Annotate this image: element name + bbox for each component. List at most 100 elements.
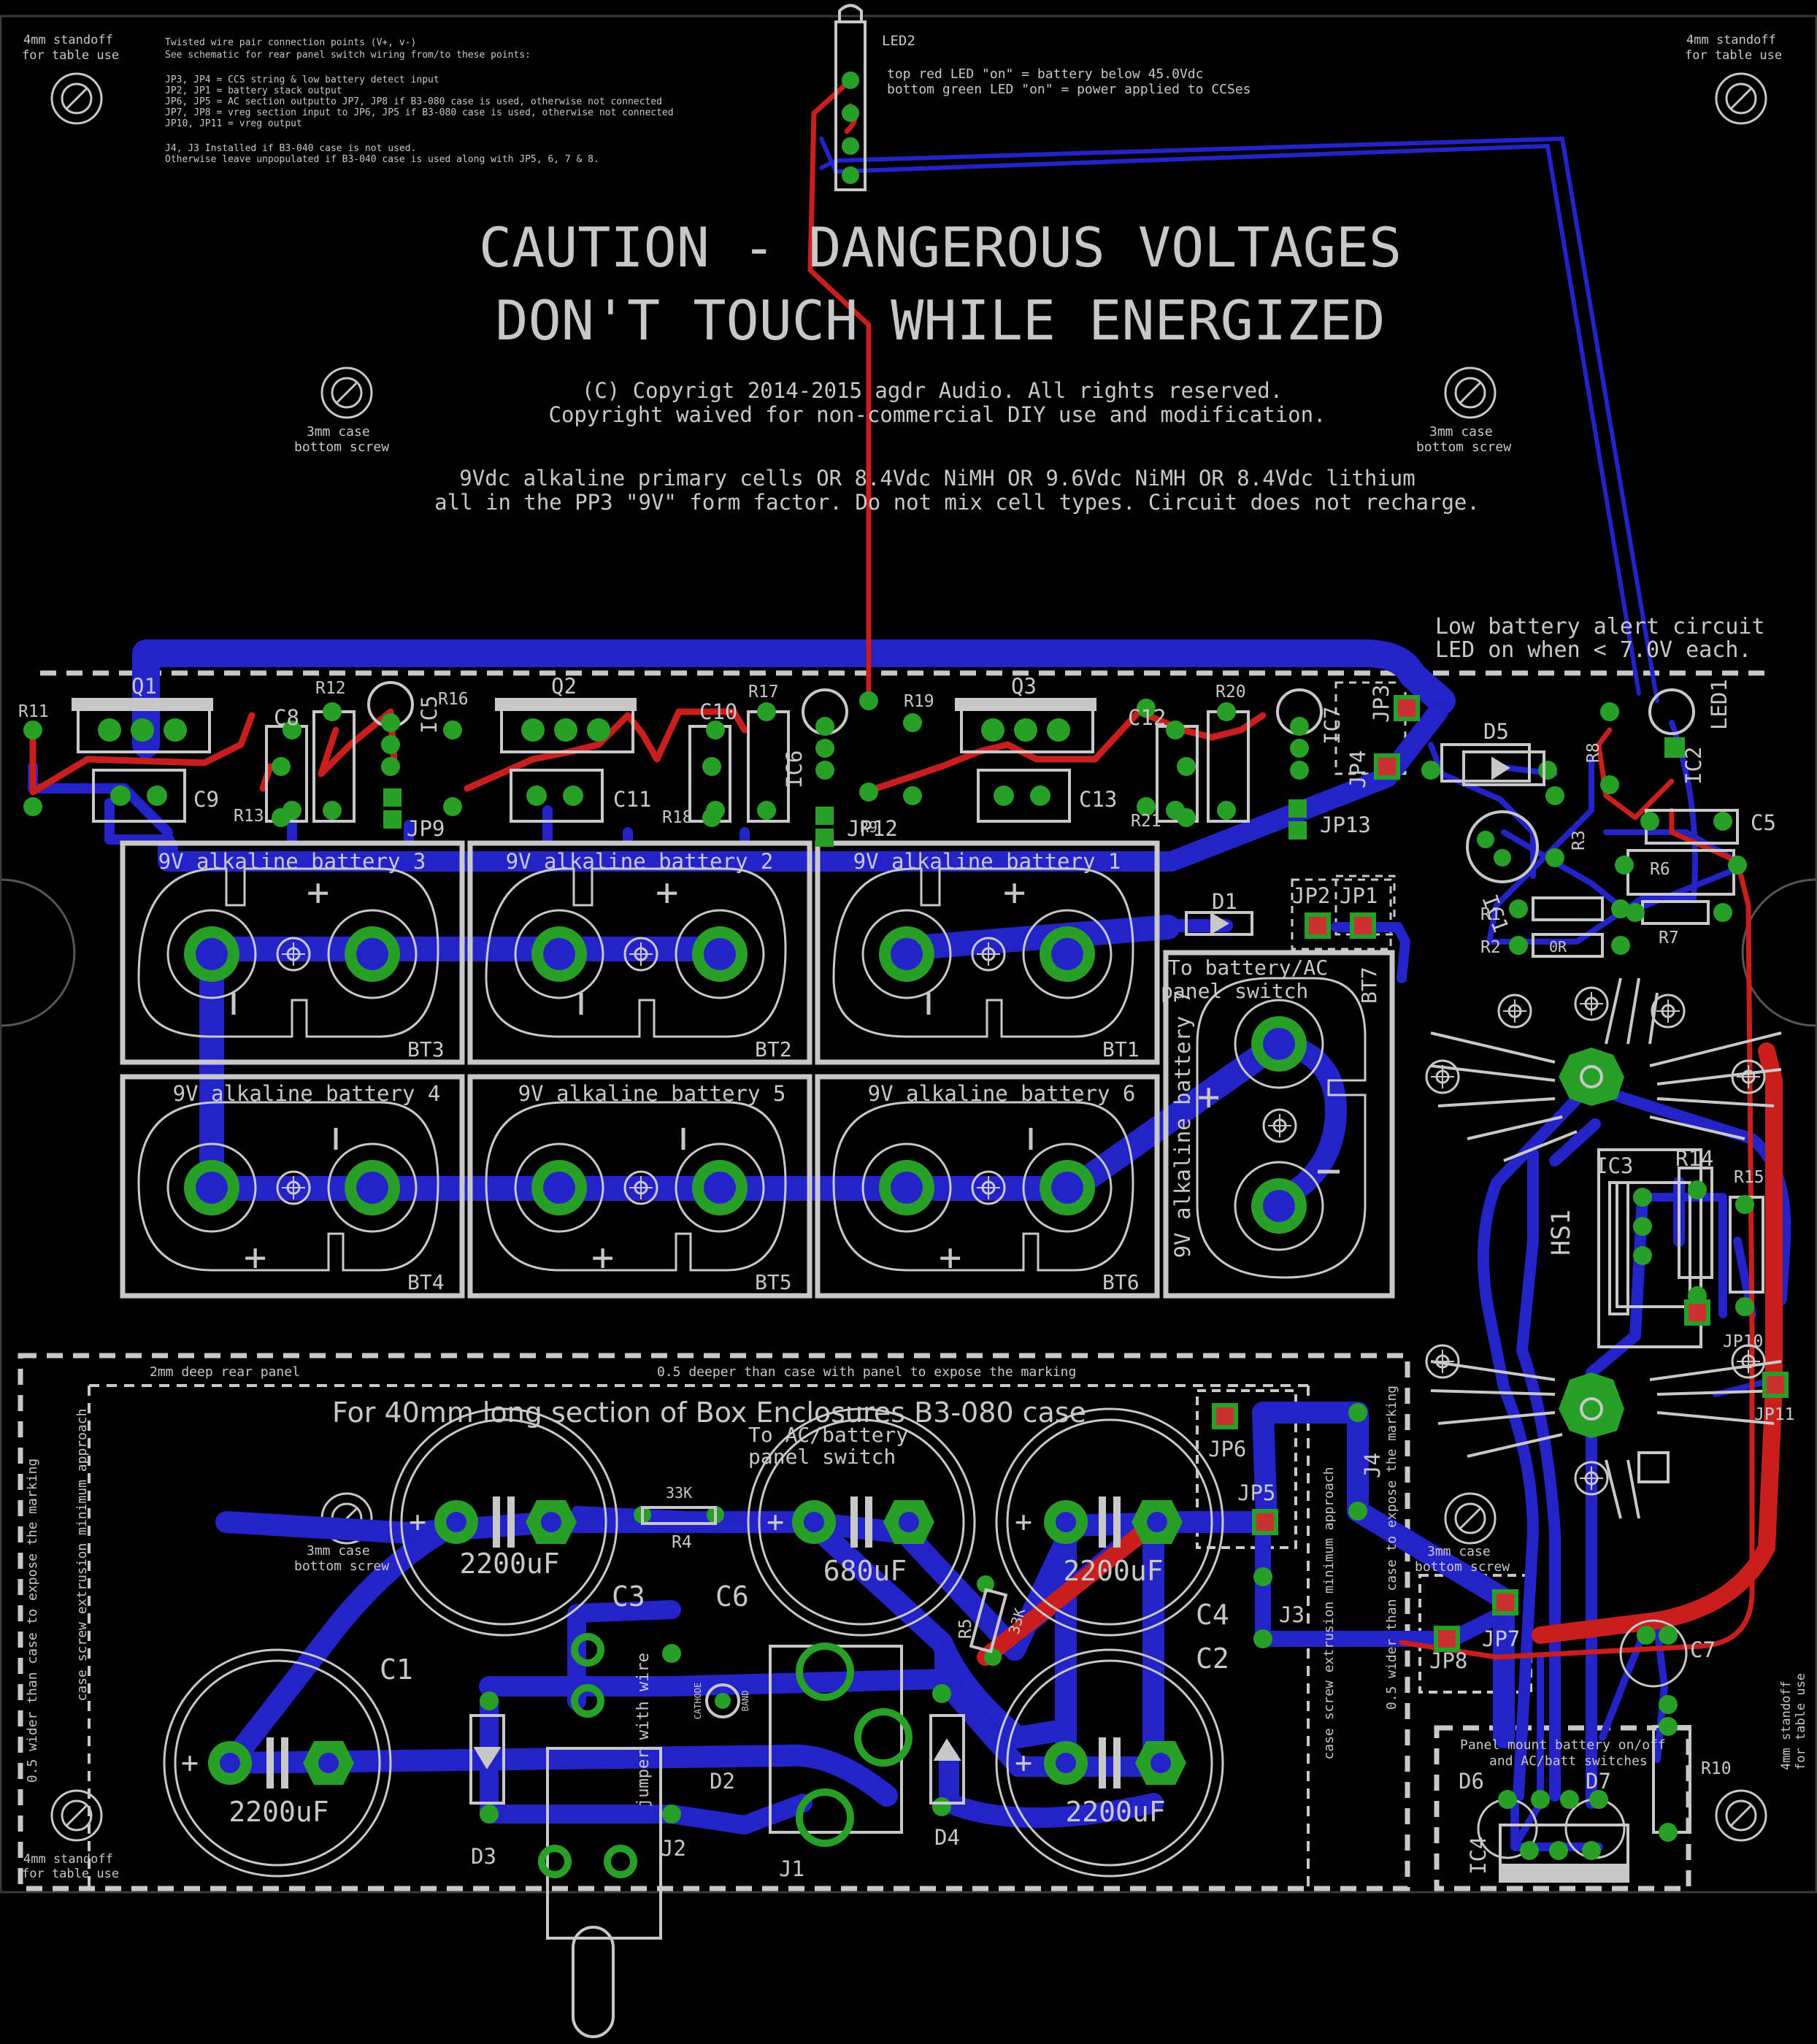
svg-text:IC2: IC2	[1681, 747, 1706, 785]
svg-text:JP11: JP11	[1754, 1405, 1794, 1424]
svg-text:R20: R20	[1215, 683, 1246, 702]
svg-text:+: +	[1003, 871, 1026, 915]
svg-text:D2: D2	[710, 1769, 735, 1794]
svg-text:2200uF: 2200uF	[1063, 1555, 1163, 1587]
svg-text:+: +	[181, 1746, 199, 1780]
svg-text:R6: R6	[1650, 860, 1670, 879]
svg-text:R5: R5	[956, 1618, 975, 1639]
svg-text:J2: J2	[661, 1836, 686, 1861]
deeper-note: 0.5 deeper than case with panel to expos…	[657, 1364, 1076, 1380]
svg-text:3mm case: 3mm case	[1427, 1544, 1491, 1559]
svg-text:+: +	[409, 1505, 426, 1539]
svg-text:C13: C13	[1079, 787, 1117, 812]
svg-text:JP10: JP10	[1723, 1332, 1763, 1351]
svg-text:R7: R7	[1659, 929, 1679, 948]
to-ac-panel-1: To AC/battery	[748, 1423, 908, 1447]
svg-text:JP7: JP7	[1482, 1626, 1520, 1651]
svg-text:R13: R13	[234, 807, 264, 826]
svg-text:+: +	[307, 871, 329, 915]
svg-text:3mm case: 3mm case	[307, 1543, 370, 1559]
svg-text:bottom screw: bottom screw	[294, 1559, 389, 1574]
svg-text:C2: C2	[1196, 1642, 1229, 1675]
svg-text:BT4: BT4	[407, 1270, 445, 1294]
svg-text:IC7: IC7	[1320, 707, 1345, 745]
svg-text:3mm case: 3mm case	[1429, 424, 1493, 439]
svg-text:Q2: Q2	[551, 674, 577, 699]
svg-text:+: +	[591, 1236, 614, 1280]
svg-text:R4: R4	[672, 1533, 692, 1552]
svg-text:R21: R21	[1131, 812, 1161, 831]
svg-text:HS1: HS1	[1547, 1210, 1576, 1256]
svg-text:D5: D5	[1483, 719, 1509, 744]
svg-text:R10: R10	[1701, 1759, 1732, 1778]
battery-7-label: 9V alkaline battery 7	[1170, 991, 1195, 1259]
copyright-1: (C) Copyrigt 2014-2015 agdr Audio. All r…	[582, 378, 1283, 403]
capacitor-labels: 2200uF 680uF 2200uF 2200uF 2200uF C3 C6 …	[228, 1548, 1229, 1828]
svg-text:Twisted wire pair connection p: Twisted wire pair connection points (V+,…	[165, 37, 416, 48]
svg-text:R3: R3	[1570, 830, 1589, 850]
svg-text:D4: D4	[934, 1825, 960, 1850]
rear-panel-note: 2mm deep rear panel	[150, 1364, 300, 1380]
pads	[23, 72, 1789, 1878]
svg-text:BT3: BT3	[407, 1037, 445, 1061]
svg-text:3mm case: 3mm case	[307, 424, 370, 439]
svg-text:C12: C12	[1128, 705, 1166, 730]
to-batt-panel-1: To battery/AC	[1168, 956, 1328, 980]
svg-text:D6: D6	[1459, 1769, 1484, 1794]
wiring-notes: Twisted wire pair connection points (V+,…	[165, 37, 674, 165]
svg-text:R11: R11	[18, 702, 49, 721]
section-40mm-title: For 40mm long section of Box Enclosures …	[332, 1396, 1086, 1429]
wider-note-left: 0.5 wider than case to expose the markin…	[25, 1459, 40, 1783]
led2-label: LED2	[882, 33, 915, 49]
svg-text:C10: C10	[699, 699, 737, 724]
standoff-note-bl-2: for table use	[22, 1867, 119, 1881]
extrusion-note-left: case screw extrusion minimum approach	[74, 1409, 90, 1702]
svg-text:D7: D7	[1586, 1769, 1611, 1794]
svg-text:R9: R9	[860, 818, 877, 836]
copyright-2: Copyright waived for non-commercial DIY …	[548, 402, 1326, 427]
cells-note-2: all in the PP3 "9V" form factor. Do not …	[434, 490, 1480, 515]
extrusion-note-right: case screw extrusion minimum approach	[1321, 1467, 1337, 1760]
led2-housing	[834, 4, 867, 191]
svg-text:BT2: BT2	[755, 1037, 792, 1061]
svg-text:JP12: JP12	[847, 816, 898, 841]
svg-text:R2: R2	[1480, 938, 1501, 957]
svg-text:JP3: JP3	[1369, 685, 1394, 723]
svg-text:J4: J4	[1360, 1453, 1385, 1478]
svg-text:JP13: JP13	[1320, 812, 1371, 837]
standoff-note-tr-2: for table use	[1685, 48, 1782, 63]
standoff-note-bl: 4mm standoff	[23, 1852, 113, 1867]
band-label: BAND	[740, 1691, 750, 1712]
wider-note-right: 0.5 wider than case to expose the markin…	[1384, 1386, 1399, 1710]
svg-text:R19: R19	[904, 692, 934, 711]
standoff-note-tr: 4mm standoff	[1686, 33, 1776, 47]
svg-text:JP3, JP4 = CCS string & low b: JP3, JP4 = CCS string & low battery dete…	[165, 74, 439, 85]
svg-text:BT1: BT1	[1102, 1037, 1140, 1061]
svg-text:JP5: JP5	[1237, 1480, 1275, 1505]
silkscreen-text: 4mm standoff for table use 4mm standoff …	[22, 33, 1808, 1881]
battery-2-label: 9V alkaline battery 2	[506, 849, 774, 874]
panel-mount-1: Panel mount battery on/off	[1460, 1737, 1666, 1753]
svg-text:+: +	[939, 1236, 961, 1280]
caution-line-2: DON'T TOUCH WHILE ENERGIZED	[495, 288, 1385, 353]
svg-text:J3: J3	[1279, 1602, 1305, 1627]
svg-text:C1: C1	[380, 1653, 413, 1686]
svg-text:JP10, JP11 = vreg output: JP10, JP11 = vreg output	[165, 118, 302, 129]
heatsink-hs1	[1425, 977, 1782, 1519]
svg-text:bottom screw: bottom screw	[294, 439, 389, 455]
svg-text:R12: R12	[315, 679, 346, 698]
svg-text:C8: C8	[274, 705, 299, 730]
svg-text:J4, J3 Installed if B3-040 cas: J4, J3 Installed if B3-040 case is not u…	[165, 143, 416, 154]
svg-text:+: +	[1197, 1075, 1220, 1119]
svg-text:0R: 0R	[1549, 938, 1567, 956]
svg-text:BT5: BT5	[755, 1270, 792, 1294]
svg-text:C5: C5	[1751, 810, 1776, 835]
svg-text:bottom screw: bottom screw	[1415, 1559, 1510, 1575]
svg-text:J1: J1	[779, 1856, 804, 1881]
standoff-note-tl-2: for table use	[22, 48, 119, 63]
svg-text:JP8: JP8	[1429, 1648, 1467, 1673]
led2-note-2: bottom green LED "on" = power applied to…	[887, 82, 1251, 97]
cathode-label: CATHODE	[693, 1683, 703, 1720]
svg-text:IC5: IC5	[417, 696, 442, 734]
